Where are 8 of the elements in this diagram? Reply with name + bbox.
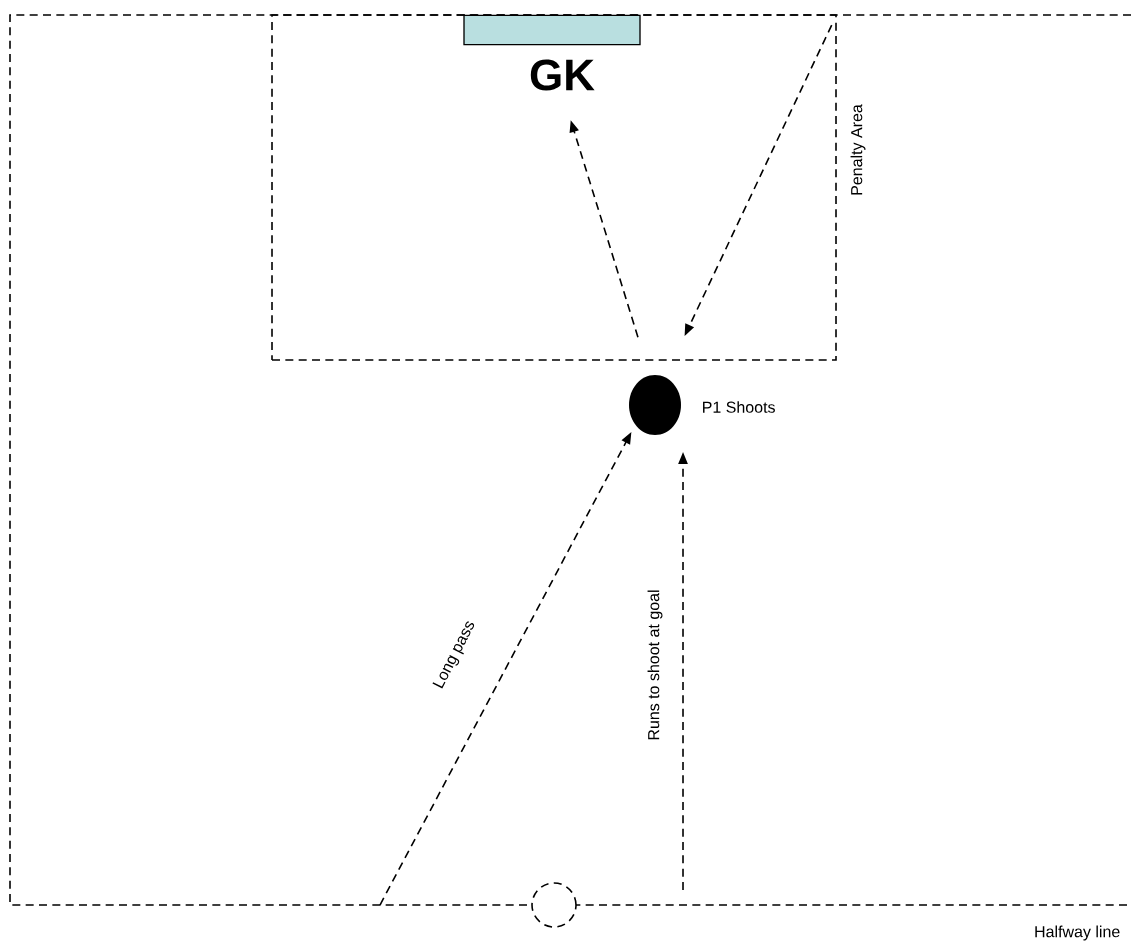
player-label: GK <box>530 59 595 91</box>
edge-label: Runs to shoot at goal <box>646 588 664 742</box>
player-caption: P1 Shoots <box>703 401 775 413</box>
centre-circle <box>531 882 577 928</box>
area-label: Penalty Area <box>850 104 866 195</box>
edge-label: Long pass <box>430 617 480 693</box>
goal <box>463 14 641 46</box>
line-label: Halfway line <box>1035 925 1120 941</box>
